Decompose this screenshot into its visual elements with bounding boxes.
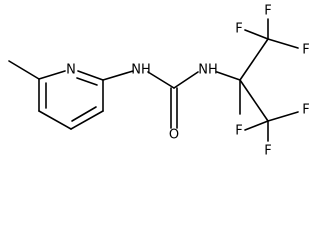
bond-ring-c6-n1 [38,70,66,80]
bond-ring-n1-c2-double [76,77,98,86]
carbonyl-oxygen-label: O [169,128,179,143]
bond-ring-c3-c4-double [71,106,97,122]
amine-nh-right-label: NH [198,63,218,78]
bond-nh-right-quaternary [216,71,241,81]
bond-ring-nh-left [102,70,134,81]
bond-quaternary-cf3-bottom [239,79,269,122]
chemical-structure-diagram: N NH NH O F F F F F F [8,4,310,159]
fluorine-top-left-label: F [235,22,242,37]
atom-labels: N NH NH O F F F F F F [66,4,310,159]
bond-lines [8,18,299,142]
bond-cf3-bottom-f-left [244,120,269,131]
fluorine-bottom-left-label: F [235,124,242,139]
bond-cf3-top-f-left [244,29,269,40]
fluorine-bottom-down-label: F [264,144,271,159]
bond-quaternary-cf3-top [239,38,269,81]
fluorine-top-right-label: F [302,43,309,58]
bond-ring-n1-c2 [77,70,104,81]
bond-ring-c4-c5 [38,110,72,130]
bond-cf3-top-f-right [267,38,299,49]
bond-nh-left-carbonyl [147,71,175,89]
amine-nh-left-label: NH [131,63,151,78]
bond-ring-c3-c4 [70,110,104,130]
bond-cf3-bottom-f-right [267,111,299,122]
bond-carbonyl-nh-right [173,71,199,89]
fluorine-top-up-label: F [264,4,271,19]
fluorine-bottom-right-label: F [302,103,309,118]
ring-nitrogen-label: N [66,63,76,78]
bond-methyl-ring [8,60,40,80]
